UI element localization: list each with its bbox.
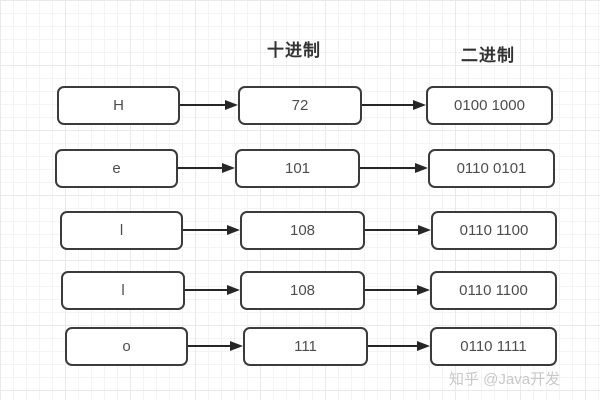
- binary-box: 0110 1100: [431, 211, 557, 250]
- arrow-line: [365, 289, 417, 291]
- arrowhead-icon: [417, 341, 430, 351]
- arrow-line: [183, 229, 227, 231]
- arrow-char-to-decimal: [180, 100, 238, 110]
- arrow-decimal-to-binary: [362, 100, 426, 110]
- arrowhead-icon: [227, 225, 240, 235]
- binary-label: 0110 0101: [456, 160, 527, 177]
- binary-label: 0110 1100: [459, 282, 528, 299]
- arrow-line: [365, 229, 418, 231]
- decimal-label: 101: [284, 160, 311, 177]
- binary-box: 0110 0101: [428, 149, 555, 188]
- binary-box: 0110 1100: [430, 271, 557, 310]
- arrow-decimal-to-binary: [368, 341, 430, 351]
- arrow-decimal-to-binary: [365, 285, 430, 295]
- char-label: l: [119, 222, 124, 239]
- arrow-char-to-decimal: [183, 225, 240, 235]
- decimal-box: 101: [235, 149, 360, 188]
- decimal-column-header: 十进制: [267, 41, 321, 60]
- binary-box: 0100 1000: [426, 86, 553, 125]
- arrow-decimal-to-binary: [365, 225, 431, 235]
- arrowhead-icon: [230, 341, 243, 351]
- arrowhead-icon: [225, 100, 238, 110]
- arrowhead-icon: [222, 163, 235, 173]
- char-box: e: [55, 149, 178, 188]
- char-label: e: [112, 160, 121, 177]
- decimal-label: 108: [289, 222, 316, 239]
- decimal-box: 111: [243, 327, 368, 366]
- decimal-box: 108: [240, 211, 365, 250]
- char-box: l: [61, 271, 185, 310]
- decimal-label: 108: [289, 282, 316, 299]
- binary-label: 0110 1111: [460, 338, 527, 355]
- arrowhead-icon: [415, 163, 428, 173]
- watermark: 知乎 @Java开发: [449, 371, 561, 388]
- arrow-char-to-decimal: [185, 285, 240, 295]
- arrowhead-icon: [418, 225, 431, 235]
- binary-label: 0100 1000: [454, 97, 525, 114]
- arrowhead-icon: [227, 285, 240, 295]
- binary-box: 0110 1111: [430, 327, 557, 366]
- arrow-char-to-decimal: [188, 341, 243, 351]
- char-label: o: [122, 338, 131, 355]
- arrow-line: [178, 167, 222, 169]
- arrow-decimal-to-binary: [360, 163, 428, 173]
- char-box: o: [65, 327, 188, 366]
- binary-label: 0110 1100: [459, 222, 529, 239]
- decimal-box: 72: [238, 86, 362, 125]
- arrow-line: [180, 104, 225, 106]
- char-label: l: [121, 282, 125, 299]
- char-label: H: [113, 97, 124, 114]
- arrow-line: [188, 345, 230, 347]
- decimal-box: 108: [240, 271, 365, 310]
- decimal-label: 111: [294, 338, 317, 355]
- binary-column-header: 二进制: [461, 46, 515, 65]
- arrow-line: [360, 167, 415, 169]
- arrow-line: [368, 345, 417, 347]
- arrow-line: [362, 104, 413, 106]
- arrowhead-icon: [413, 100, 426, 110]
- char-box: H: [57, 86, 180, 125]
- arrow-char-to-decimal: [178, 163, 235, 173]
- char-box: l: [60, 211, 183, 250]
- arrow-line: [185, 289, 227, 291]
- arrowhead-icon: [417, 285, 430, 295]
- decimal-label: 72: [291, 97, 309, 114]
